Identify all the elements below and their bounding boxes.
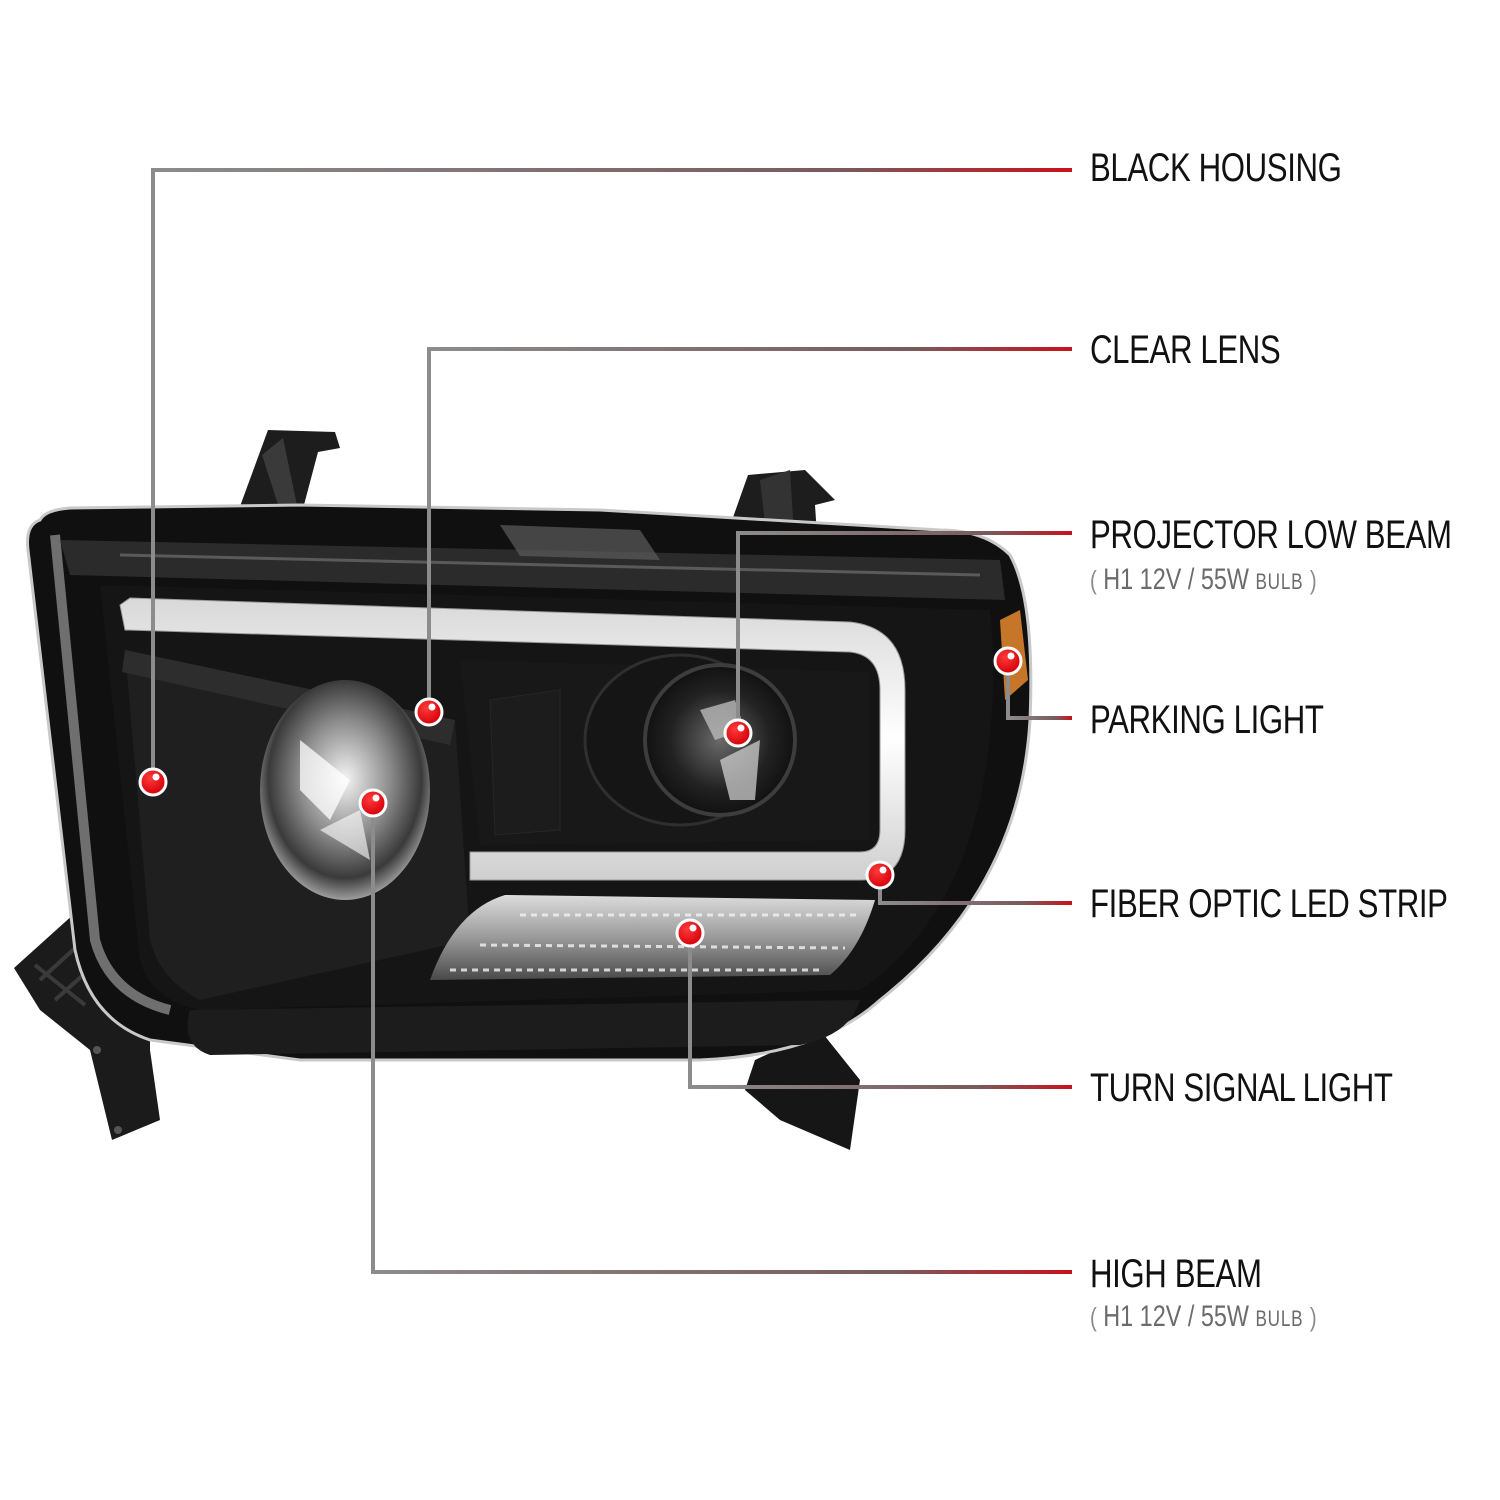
marker-dots xyxy=(138,646,1023,948)
label-fiber-optic-led-strip: FIBER OPTIC LED STRIP xyxy=(1090,882,1448,926)
leader-line-projector-low-beam xyxy=(736,531,1072,733)
leader-line-high-beam xyxy=(371,803,1072,1274)
marker-black-housing xyxy=(138,767,168,797)
paren-open: ( xyxy=(1090,565,1097,595)
marker-fiber-optic-led-strip xyxy=(865,860,895,890)
marker-clear-lens xyxy=(414,697,444,727)
fiber-optic-led-strip-shape xyxy=(119,597,906,881)
projector-low-beam-module xyxy=(460,653,870,845)
leader-line-turn-signal xyxy=(688,933,1072,1089)
bulb-word: BULB xyxy=(1255,569,1304,594)
paren-open: ( xyxy=(1090,1302,1097,1332)
label-high-beam: HIGH BEAM xyxy=(1090,1252,1262,1296)
label-turn-signal-light: TURN SIGNAL LIGHT xyxy=(1090,1066,1393,1110)
marker-parking-light xyxy=(993,646,1023,676)
bulb-spec: H1 12V / 55W xyxy=(1103,563,1249,596)
sublabel-projector-low-beam-bulb-spec: ( H1 12V / 55W BULB ) xyxy=(1090,565,1317,595)
label-clear-lens: CLEAR LENS xyxy=(1090,328,1281,372)
label-projector-low-beam: PROJECTOR LOW BEAM xyxy=(1090,513,1452,557)
paren-close: ) xyxy=(1309,1302,1317,1332)
mounting-bracket-bottom-right xyxy=(745,1030,860,1150)
leader-line-parking-light xyxy=(1006,662,1072,720)
marker-high-beam xyxy=(358,788,388,818)
bulb-spec: H1 12V / 55W xyxy=(1103,1300,1249,1333)
leader-lines xyxy=(151,168,1072,1274)
paren-close: ) xyxy=(1309,565,1317,595)
mounting-bracket-top-left xyxy=(235,430,340,520)
marker-projector-low-beam xyxy=(723,718,753,748)
turn-signal-reflector xyxy=(430,895,875,980)
leader-line-black-housing xyxy=(151,168,1072,780)
label-parking-light: PARKING LIGHT xyxy=(1090,698,1324,742)
high-beam-reflector xyxy=(122,650,470,1000)
leader-line-clear-lens xyxy=(427,347,1072,710)
sublabel-high-beam-bulb-spec: ( H1 12V / 55W BULB ) xyxy=(1090,1302,1317,1332)
label-black-housing: BLACK HOUSING xyxy=(1090,146,1342,190)
marker-turn-signal xyxy=(675,918,705,948)
bulb-word: BULB xyxy=(1255,1306,1304,1331)
